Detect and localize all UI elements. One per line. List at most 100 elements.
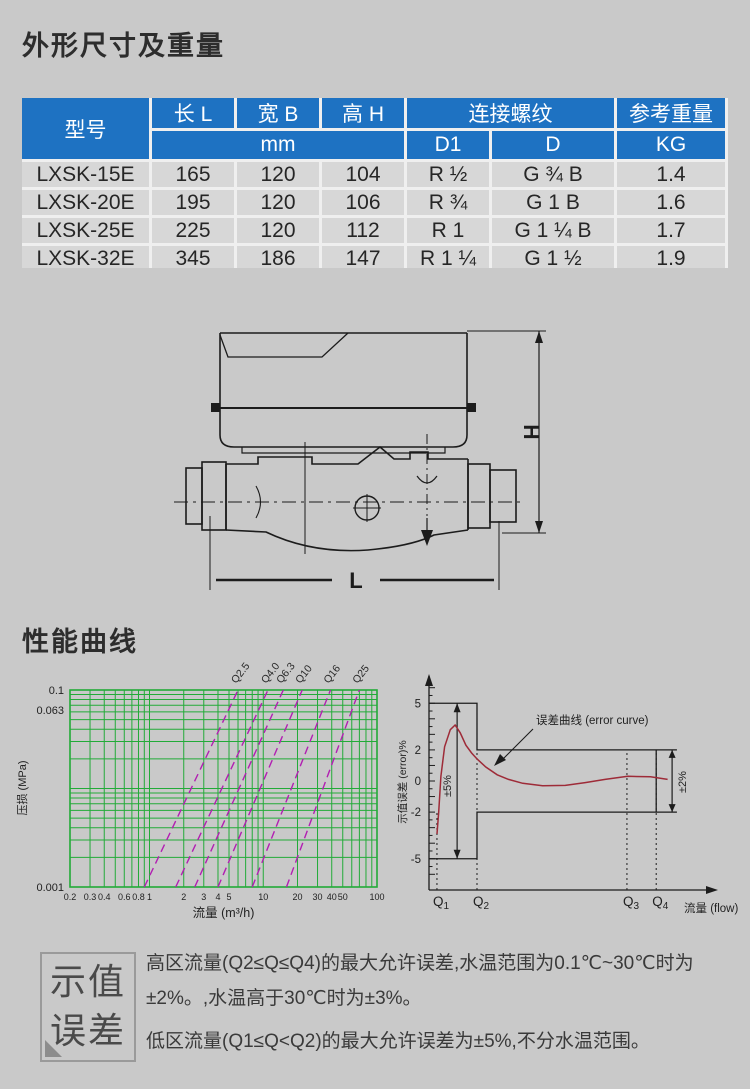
cell-length: 345	[149, 243, 237, 268]
cell-height: 147	[319, 243, 407, 268]
x-tick-label: 3	[201, 892, 206, 902]
cell-width: 186	[234, 243, 322, 268]
corner-triangle-icon	[45, 1040, 62, 1057]
cell-d: G ¾ B	[489, 159, 617, 190]
cell-length: 225	[149, 215, 237, 246]
plot-border	[69, 689, 378, 888]
cell-kg: 1.6	[614, 187, 728, 218]
y-tick-label: 0.1	[49, 685, 64, 697]
annotation-arrow-icon	[494, 754, 506, 766]
cell-model: LXSK-25E	[22, 215, 152, 246]
series-line	[143, 689, 239, 888]
error-envelope	[429, 702, 677, 860]
spec-table: 型号 长 L 宽 B 高 H 连接螺纹 参考重量 mm D1 D KG LXSK…	[22, 98, 728, 268]
cell-d1: R 1 ¼	[404, 243, 492, 268]
table-row: LXSK-25E 225 120 112 R 1 G 1 ¼ B 1.7	[22, 215, 728, 246]
cell-d: G 1 ¼ B	[489, 215, 617, 246]
series-label: Q10	[293, 663, 315, 686]
indication-error-line2: 误差	[49, 1010, 126, 1051]
series-label: Q16	[321, 663, 343, 686]
arrow-down-icon	[668, 804, 676, 813]
x-tick-label: 40	[327, 892, 337, 902]
cell-kg: 1.4	[614, 159, 728, 190]
x-tick-label: 4	[215, 892, 220, 902]
table-row: LXSK-15E 165 120 104 R ½ G ¾ B 1.4	[22, 159, 728, 190]
x-tick-label: 0.2	[64, 892, 77, 902]
cell-length: 165	[149, 159, 237, 190]
x-axis-title: 流量 (flow)	[684, 901, 738, 915]
cell-d1: R ½	[404, 159, 492, 190]
error-spec-text: 高区流量(Q2≤Q≤Q4)的最大允许误差,水温范围为0.1℃~30℃时为±2%。…	[146, 946, 724, 1067]
x-axis-title: 流量 (m³/h)	[193, 906, 255, 920]
error-spec-para-high-zone: 高区流量(Q2≤Q≤Q4)的最大允许误差,水温范围为0.1℃~30℃时为±2%。…	[146, 953, 694, 1010]
y-tick-label: -2	[411, 807, 421, 819]
y-tick-label: 5	[415, 698, 421, 710]
series-line	[285, 689, 361, 888]
col-header-kg: KG	[614, 128, 728, 162]
y-axis-title: 压损 (MPa)	[15, 761, 29, 816]
cell-kg: 1.7	[614, 215, 728, 246]
dim-l-label: L	[349, 568, 362, 593]
series-label: Q6.3	[274, 660, 298, 685]
col-header-unit-mm: mm	[149, 128, 407, 162]
x-tick-label: 50	[338, 892, 348, 902]
error-curve-annotation: 误差曲线 (error curve)	[536, 713, 649, 727]
spec-table-wrap: 型号 长 L 宽 B 高 H 连接螺纹 参考重量 mm D1 D KG LXSK…	[22, 98, 728, 268]
series-line	[217, 689, 303, 888]
dim-h-label: H	[519, 424, 542, 439]
page-title-dimensions: 外形尺寸及重量	[22, 31, 225, 61]
cell-d: G 1 B	[489, 187, 617, 218]
cell-d: G 1 ½	[489, 243, 617, 268]
error-curve	[436, 723, 668, 834]
cell-width: 120	[234, 159, 322, 190]
x-tick-label: 0.8	[132, 892, 145, 902]
table-row: LXSK-32E 345 186 147 R 1 ¼ G 1 ½ 1.9	[22, 243, 728, 268]
x-tick-label: 10	[258, 892, 268, 902]
x-tick-label: Q3	[623, 894, 640, 912]
x-tick-label: Q1	[433, 894, 450, 912]
table-row: LXSK-20E 195 120 106 R ¾ G 1 B 1.6	[22, 187, 728, 218]
arrow-up-icon	[453, 703, 461, 713]
y-axis-title: 示值误差 (error)%	[396, 740, 409, 823]
x-tick-label: 0.4	[98, 892, 111, 902]
series-label: Q25	[350, 663, 372, 686]
y-tick-label: 0	[415, 776, 421, 788]
col-header-length: 长 L	[149, 98, 237, 131]
y-axis-arrow-icon	[425, 674, 433, 686]
x-tick-label: 0.3	[84, 892, 97, 902]
series-line	[175, 689, 269, 888]
annotation-leader	[499, 728, 534, 763]
col-header-weight: 参考重量	[614, 98, 728, 131]
x-axis-arrow-icon	[706, 886, 718, 894]
technical-drawing: H L	[174, 330, 546, 593]
x-tick-label: 30	[313, 892, 323, 902]
x-tick-label: 5	[227, 892, 232, 902]
cell-model: LXSK-20E	[22, 187, 152, 218]
series-label: Q2.5	[229, 660, 253, 685]
x-tick-label: 1	[147, 892, 152, 902]
cell-length: 195	[149, 187, 237, 218]
arrow-down-icon	[453, 849, 461, 859]
y-tick-label: -5	[411, 854, 421, 866]
pm2-label: ±2%	[677, 771, 689, 793]
cell-d1: R ¾	[404, 187, 492, 218]
y-tick-label: 0.063	[36, 705, 64, 717]
x-tick-label: 2	[181, 892, 186, 902]
col-header-d: D	[489, 128, 617, 162]
cell-height: 104	[319, 159, 407, 190]
col-header-model: 型号	[22, 98, 152, 162]
cell-width: 120	[234, 187, 322, 218]
cell-height: 112	[319, 215, 407, 246]
x-tick-label: 0.6	[118, 892, 131, 902]
y-tick-label: 0.001	[36, 882, 64, 894]
cell-width: 120	[234, 215, 322, 246]
cell-kg: 1.9	[614, 243, 728, 268]
cell-d1: R 1	[404, 215, 492, 246]
cell-height: 106	[319, 187, 407, 218]
x-tick-label: 20	[292, 892, 302, 902]
indication-error-line1: 示值	[49, 961, 126, 1003]
arrow-up-icon	[668, 749, 676, 758]
x-tick-label: 100	[369, 892, 384, 902]
